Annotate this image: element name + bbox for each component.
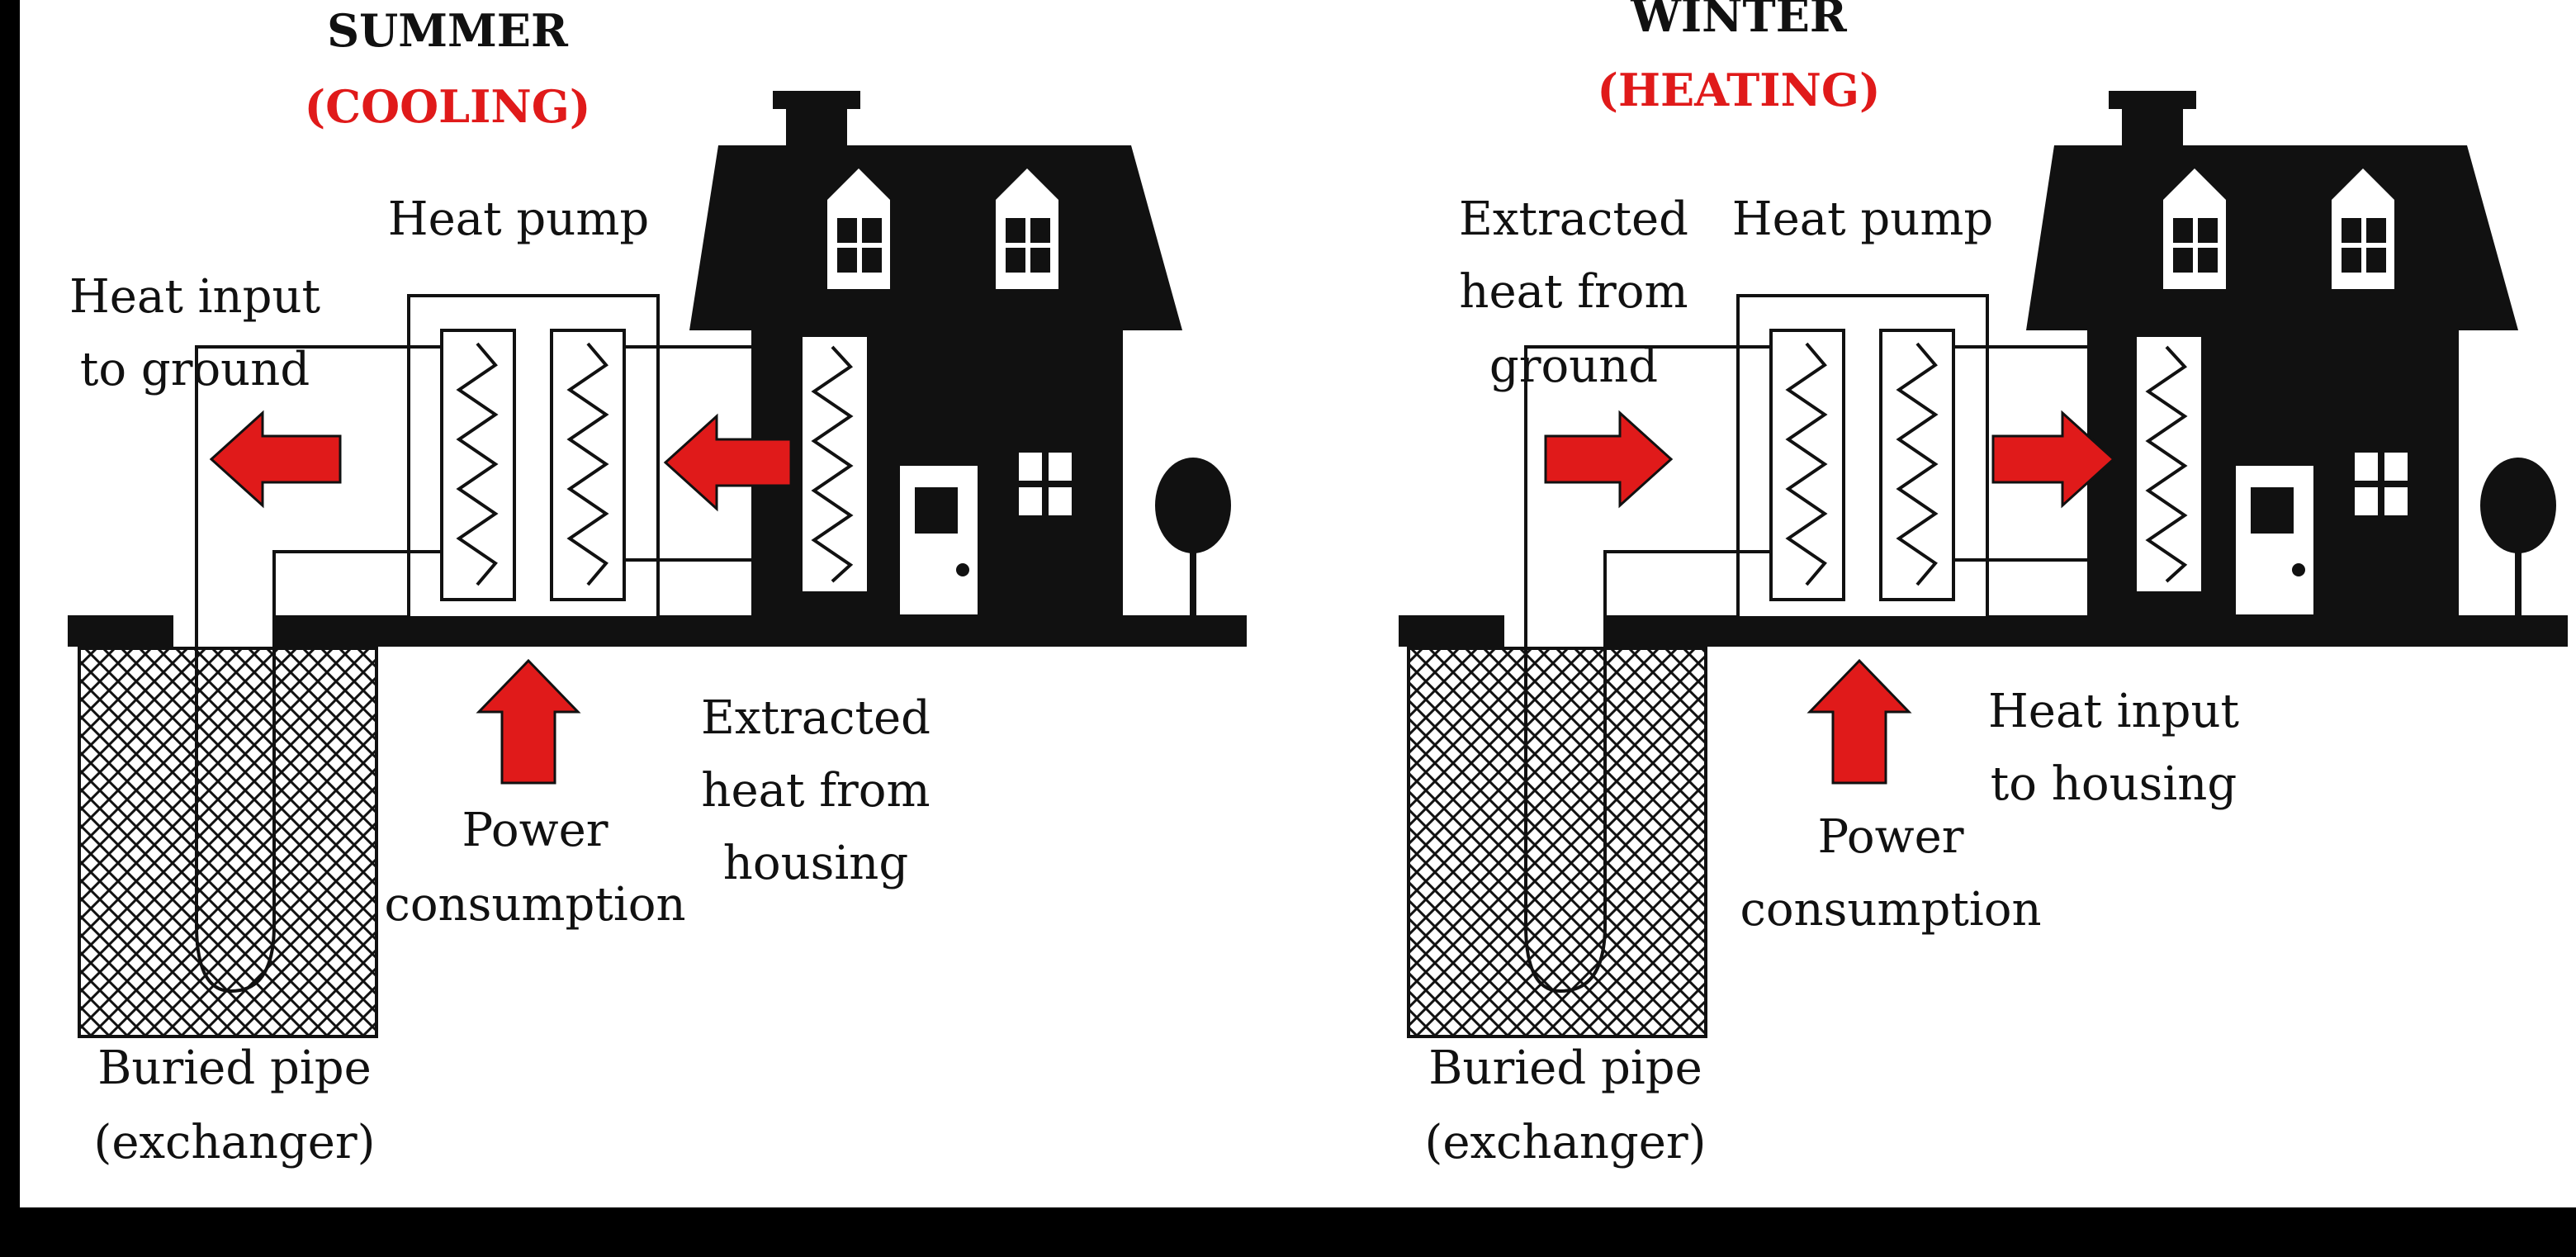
summer-ground-coil	[440, 329, 516, 601]
winter-arrow-heat-to-house	[1991, 410, 2116, 509]
summer-ground-hatch	[78, 647, 378, 1038]
winter-ground-label: ground	[1489, 339, 1658, 393]
winter-ground-label: heat from	[1459, 265, 1688, 319]
winter-ground-line	[1399, 615, 1504, 647]
summer-ground-label: to ground	[80, 343, 310, 396]
winter-mode-title: (HEATING)	[1597, 64, 1880, 116]
summer-house-label: Extracted	[701, 691, 930, 745]
winter-power-label: Power	[1818, 810, 1964, 864]
summer-pipe-loop	[195, 345, 372, 994]
summer-power-label: consumption	[384, 878, 685, 932]
summer-mode-title: (COOLING)	[305, 80, 591, 133]
summer-ground-line	[68, 615, 173, 647]
winter-pipe-label: (exchanger)	[1424, 1116, 1706, 1169]
winter-heat-pump-label: Heat pump	[1732, 192, 1994, 246]
winter-season-title: WINTER	[1630, 0, 1848, 42]
winter-power-label: consumption	[1740, 883, 2041, 937]
winter-arrow-heat-from-ground	[1544, 410, 1674, 509]
summer-pipe-label: (exchanger)	[93, 1116, 375, 1169]
summer-arrow-power	[476, 658, 581, 785]
summer-pipe-label: Buried pipe	[97, 1041, 371, 1095]
summer-house-label: heat from	[701, 764, 930, 818]
summer-season-title: SUMMER	[327, 4, 569, 57]
summer-house-label: housing	[723, 837, 908, 890]
summer-arrow-heat-to-ground	[209, 410, 342, 509]
winter-house	[2026, 91, 2518, 621]
summer-ground-label: Heat input	[69, 270, 321, 324]
winter-ground-label: Extracted	[1459, 192, 1688, 246]
winter-arrow-power	[1807, 658, 1912, 785]
summer-heat-pump-label: Heat pump	[388, 192, 650, 246]
summer-arrow-heat-from-house	[663, 413, 793, 512]
winter-house-label: Heat input	[1988, 685, 2240, 738]
summer-house-coil	[550, 329, 626, 601]
winter-ground-hatch	[1407, 647, 1707, 1038]
summer-power-label: Power	[462, 804, 608, 857]
winter-panel: WINTER (HEATING) Heat pump Extracted hea…	[1399, 0, 2568, 1169]
summer-house	[689, 91, 1182, 621]
winter-pipe-loop	[1524, 345, 1701, 994]
winter-house-label: to housing	[1991, 757, 2237, 811]
winter-pipe-label: Buried pipe	[1428, 1041, 1702, 1095]
winter-house-coil	[1879, 329, 1955, 601]
winter-ground-coil	[1769, 329, 1845, 601]
winter-tree	[2480, 458, 2556, 619]
summer-tree	[1155, 458, 1231, 619]
summer-panel: SUMMER (COOLING) Heat pump Heat input to…	[68, 4, 1247, 1169]
